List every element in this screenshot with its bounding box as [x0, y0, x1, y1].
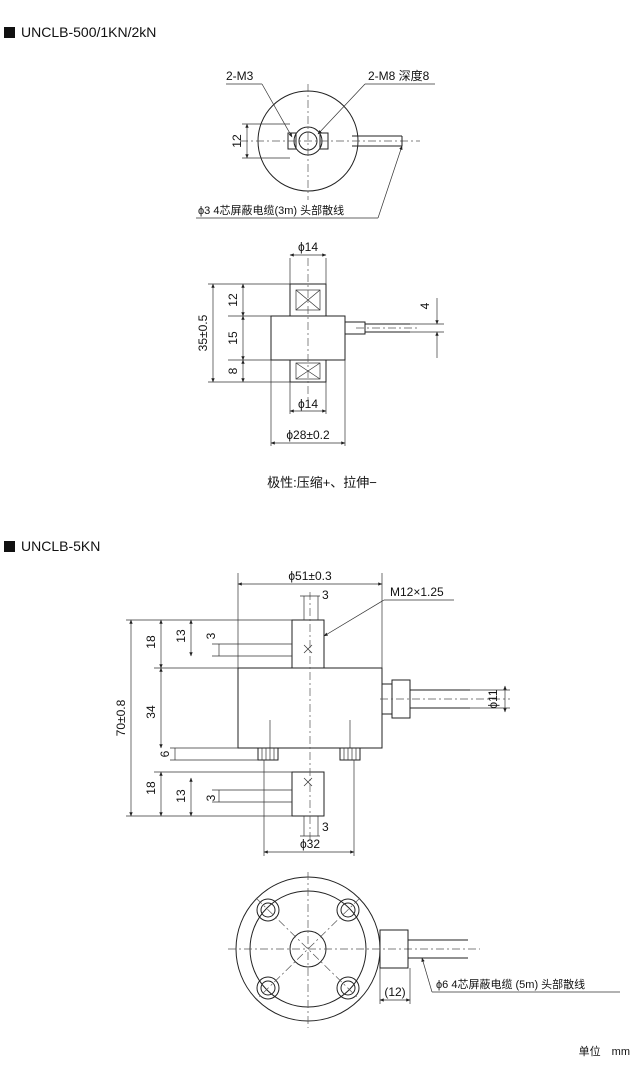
side-view-1-dia-top: ϕ14 [298, 240, 318, 254]
side-view-1-dia-body: ϕ28±0.2 [286, 428, 330, 442]
side-view-2-seg-top-small: 3 [204, 632, 218, 639]
side-view-2-seg-body: 34 [144, 705, 158, 719]
side-view-1-seg-bottom: 8 [226, 367, 240, 374]
stud-cross [295, 289, 321, 311]
side-view-2-top-stud [291, 619, 325, 669]
bottom-view-2-bolt-hole-inner [340, 980, 356, 996]
top-view-1-label-right: 2-M8 深度8 [368, 68, 430, 83]
side-view-1: ϕ14 ϕ14 ϕ28±0.2 35±0.5 12 15 8 4 [196, 240, 444, 446]
side-view-2-seg-top-inner: 13 [174, 629, 188, 643]
side-view-2-stud-bottom: 3 [322, 820, 329, 834]
side-view-1-cable-dim: 4 [418, 302, 432, 309]
side-view-2-cable-dia: ϕ11 [486, 689, 500, 709]
side-view-2-foot-bolt [339, 747, 361, 761]
side-view-2-bottom-stud [291, 771, 325, 817]
side-view-2-total-height: 70±0.8 [114, 699, 128, 736]
top-view-1: 12 2-M3 2-M8 深度8 ϕ3 4芯屏蔽电缆(3m) 头部散线 [196, 68, 435, 219]
bottom-view-2-bolt-hole-inner [260, 902, 276, 918]
bottom-view-2-bolt-hole [256, 976, 280, 1000]
bottom-view-2-bolt-hole-inner [340, 902, 356, 918]
bottom-view-2-bolt-hole-inner [260, 980, 276, 996]
top-view-1-label-left: 2-M3 [226, 69, 254, 83]
side-view-2-seg-bottom: 18 [144, 781, 158, 795]
title-square-icon [4, 26, 15, 38]
bottom-view-2-cable-len: (12) [384, 985, 405, 999]
stud-cross [303, 777, 313, 787]
section-title-2-text: UNCLB-5KN [21, 538, 101, 554]
side-view-1-dia-bottom: ϕ14 [298, 397, 318, 411]
bottom-view-2-bolt-hole [336, 898, 360, 922]
side-view-2-stud-top: 3 [322, 588, 329, 602]
stud-cross [303, 644, 313, 654]
bottom-view-2-bolt-hole [256, 898, 280, 922]
title-square-icon [4, 540, 15, 552]
side-view-2-seg-bottom-inner: 13 [174, 789, 188, 803]
leader [317, 83, 366, 135]
side-view-2: ϕ51±0.3 3 M12×1.25 3 ϕ32 [114, 569, 510, 856]
leader [421, 957, 433, 993]
leader [377, 145, 403, 219]
side-view-1-cable-gland [344, 321, 366, 335]
side-view-2-seg-bottom-small: 3 [204, 794, 218, 801]
side-view-2-dia-top: ϕ51±0.3 [288, 569, 332, 583]
bottom-view-2-cable-note: ϕ6 4芯屏蔽电缆 (5m) 头部散线 [436, 977, 585, 991]
leader [323, 599, 385, 637]
section-title-1: UNCLB-500/1KN/2kN [4, 24, 156, 40]
leader [261, 83, 293, 138]
bottom-view-2: (12) ϕ6 4芯屏蔽电缆 (5m) 头部散线 [228, 872, 620, 1028]
side-view-1-seg-mid: 15 [226, 331, 240, 345]
side-view-1-total-height: 35±0.5 [196, 314, 210, 351]
side-view-2-foot-bolt [257, 747, 279, 761]
section-title-1-text: UNCLB-500/1KN/2kN [21, 24, 157, 40]
section-title-2: UNCLB-5KN [4, 538, 100, 554]
side-view-2-seg-top: 18 [144, 635, 158, 649]
stud-inner [295, 362, 321, 380]
side-view-2-thread: M12×1.25 [390, 585, 444, 599]
side-view-2-dia-bottom: ϕ32 [300, 837, 320, 851]
side-view-2-seg-gap: 6 [158, 750, 172, 757]
unit-note: 单位 mm [578, 1046, 630, 1058]
bottom-view-2-bolt-hole [336, 976, 360, 1000]
top-view-1-dim-height: 12 [230, 134, 244, 148]
bottom-view-2-cable-nut [379, 929, 409, 969]
polarity-note: 极性:压缩+、拉伸− [267, 475, 377, 490]
side-view-1-seg-top: 12 [226, 293, 240, 307]
top-view-1-cable-note: ϕ3 4芯屏蔽电缆(3m) 头部散线 [198, 203, 344, 217]
